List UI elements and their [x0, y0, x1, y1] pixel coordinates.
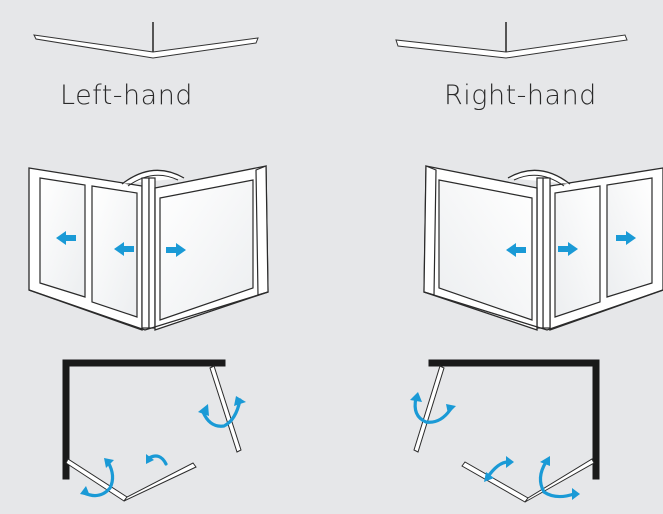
- left-hand-floor-plan: [62, 359, 246, 502]
- right-hand-floor-plan: [410, 359, 600, 503]
- left-plan-panels: [33, 34, 259, 59]
- left-sliding-panel: [91, 185, 138, 318]
- right-hand-label: Right-hand: [444, 80, 597, 111]
- sliding-arrow-icon: [114, 242, 134, 256]
- right-hand-top-plan: [395, 22, 628, 59]
- left-hand-top-plan: [33, 22, 259, 59]
- sliding-arrow-icon: [56, 231, 76, 245]
- left-floor-walls: [62, 359, 226, 480]
- sliding-arrow-icon: [558, 242, 578, 256]
- right-door-panel: [438, 179, 533, 321]
- swing-arrow-icon: [82, 398, 242, 498]
- left-hand-label: Left-hand: [60, 80, 193, 111]
- sliding-arrow-icon: [616, 231, 636, 245]
- right-plan-panels: [395, 34, 628, 59]
- sliding-arrow-icon: [166, 243, 186, 257]
- right-floor-walls: [428, 359, 600, 480]
- left-door-panel: [159, 179, 254, 321]
- left-hand-perspective: [28, 165, 269, 331]
- sliding-arrow-icon: [506, 243, 526, 257]
- right-hand-perspective: [423, 165, 663, 331]
- right-sliding-panel: [554, 185, 601, 318]
